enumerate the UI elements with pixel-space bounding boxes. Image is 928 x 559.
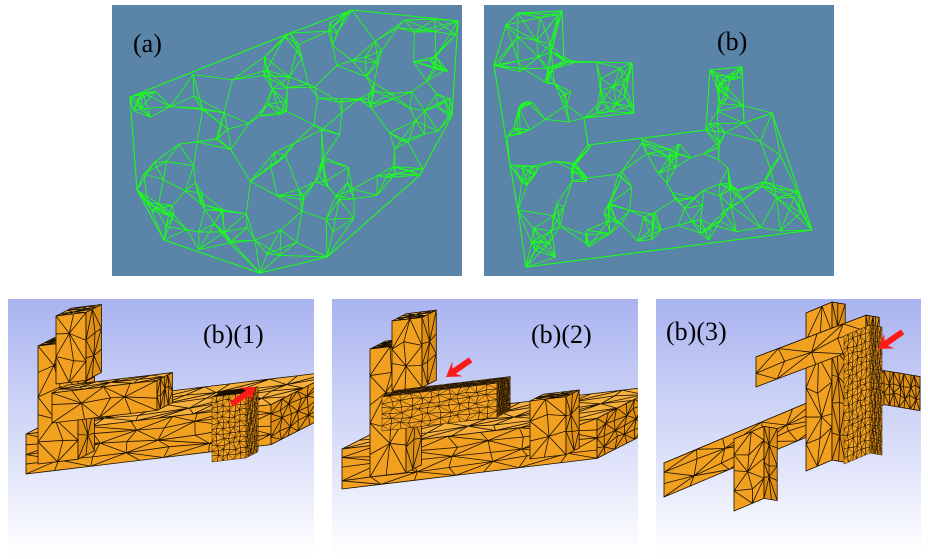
panel-b3-label: (b)(3) (666, 317, 727, 346)
refined-post-side-face-fill (870, 325, 882, 456)
mesh-b-edges (493, 10, 813, 268)
mesh-a-outline (129, 9, 459, 274)
arrow-b1-shape (229, 387, 256, 407)
panel-a-label: (a) (133, 29, 162, 58)
rear-post (55, 304, 102, 385)
front-block-side-face-edges (763, 426, 778, 501)
refined-block-side-face-edges (245, 386, 259, 459)
refined-block-front-face (211, 392, 247, 463)
crossbar-front-face-fill (756, 315, 866, 387)
right-block-side-face (565, 389, 580, 456)
panel-b-label: (b) (717, 27, 748, 56)
front-block-side-face (763, 426, 778, 501)
tall-post-front-face (805, 301, 833, 472)
base-plate-side-face (270, 382, 314, 445)
base-plate-side-face (596, 397, 638, 459)
front-block-side-face-fill (764, 426, 778, 501)
base-plate-side-face-edges (596, 397, 638, 459)
crossbar-front-face (755, 314, 867, 388)
panel-b3-shaded-part: (b)(3) (656, 299, 921, 556)
shaded-mesh-b3 (656, 299, 921, 556)
shaded-mesh-b1 (8, 299, 314, 556)
part-b2 (341, 309, 638, 490)
shaded-mesh-b2 (332, 299, 638, 556)
panel-b2-label: (b)(2) (531, 320, 592, 349)
refined-post (843, 324, 883, 465)
refined-crossbar-front-face (381, 382, 498, 432)
refined-crossbar-front-face-edges (381, 382, 498, 432)
refined-crossbar-side-face (496, 376, 511, 418)
mesh-a-edges (129, 9, 459, 274)
front-block (733, 426, 778, 512)
base-plate-side-face-edges (883, 370, 921, 411)
right-block-side-face-edges (565, 389, 580, 456)
mesh-b (493, 10, 813, 268)
rear-post-side-face (85, 304, 102, 381)
crossbar-side-face (156, 372, 173, 411)
wire-background (112, 5, 462, 276)
refined-crossbar-side-face-edges (496, 376, 511, 418)
refined-block-side-face (245, 386, 259, 459)
wireframe-mesh-b (484, 5, 834, 276)
panel-b1-shaded-part: (b)(1) (8, 299, 314, 556)
rear-post-side-face-edges (421, 309, 437, 388)
base-plate-front-face-fill (26, 404, 271, 474)
refined-post-side-face (869, 324, 883, 456)
rear-post-front-face-fill (56, 312, 86, 384)
front-block-front-face (733, 426, 765, 512)
right-block-front-face (529, 396, 567, 460)
mesh-b-outline (493, 10, 813, 268)
rear-post-side-face-edges (85, 304, 102, 381)
panel-b2-shaded-part: (b)(2) (332, 299, 638, 556)
mesh-a (129, 9, 459, 274)
base-plate-side-face (883, 370, 921, 411)
refined-block (211, 386, 259, 463)
arrow-b2-shape (446, 357, 473, 377)
refined-post-front-face-edges (843, 324, 871, 465)
refined-block-front-face-edges (211, 392, 247, 463)
rear-post-front-face (391, 317, 423, 392)
rear-post-side-face-fill (86, 304, 102, 381)
crossbar-side-face-edges (156, 372, 173, 411)
part-b1 (25, 304, 314, 475)
right-block-side-face-fill (566, 390, 580, 455)
rear-post (391, 309, 437, 392)
arrow-b3-shape (878, 329, 905, 349)
rear-post-side-face (421, 309, 437, 388)
base-plate-side-face-edges (270, 382, 314, 445)
refined-post-side-face-edges (869, 324, 883, 456)
arrow-b3 (878, 329, 905, 349)
rear-post-front-face (55, 312, 87, 385)
refined-crossbar (381, 376, 511, 432)
part-b3 (663, 301, 921, 512)
panel-b-wireframe-part: (b) (484, 5, 834, 276)
panel-a-wireframe-box: (a) (112, 5, 462, 276)
arrow-b2 (446, 357, 473, 377)
panel-b1-label: (b)(1) (203, 320, 264, 349)
crossbar (51, 372, 173, 424)
arrow-b1 (229, 387, 256, 407)
wireframe-mesh-a (112, 5, 462, 276)
refined-post-front-face (843, 324, 871, 465)
right-block (529, 389, 580, 460)
